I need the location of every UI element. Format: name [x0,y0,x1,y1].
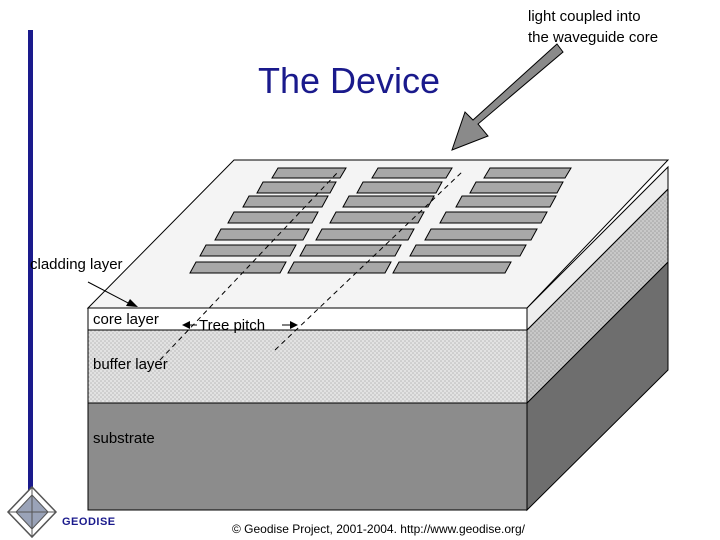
electrode [242,195,329,208]
cladding-layer-label: cladding layer [30,256,123,273]
substrate-label: substrate [93,430,155,447]
geodise-logo-text: GEODISE [62,516,116,528]
light-annotation-line1: light coupled into [528,8,641,25]
electrode [299,244,402,257]
electrode [469,181,564,194]
page-title: The Device [258,60,441,101]
tree-pitch-left-head [182,321,190,329]
electrode [392,261,512,274]
footer-copyright: © Geodise Project, 2001-2004. http://www… [232,522,526,536]
electrode-column-1 [189,167,347,274]
light-input-arrow [451,43,564,151]
cladding-pointer-line [87,281,131,305]
electrode-column-2 [287,167,453,274]
electrode [329,211,425,224]
axis-line-1 [159,171,339,361]
electrode [189,261,287,274]
light-annotation: light coupled into the waveguide core [528,6,658,48]
electrode [455,195,557,208]
cladding-pointer-head [126,299,138,307]
electrode [439,211,548,224]
electrode [271,167,347,179]
buffer-front [87,329,528,404]
substrate-front [87,402,528,511]
geodise-logo-icon [6,485,58,539]
tree-pitch-label: Tree pitch [199,317,266,334]
electrode [315,228,415,241]
electrode [342,195,435,208]
buffer-layer-label: buffer layer [93,356,168,373]
electrode [371,167,453,179]
electrode [214,228,310,241]
tree-pitch-right-head [290,321,298,329]
core-side [526,165,669,332]
light-annotation-line2: the waveguide core [528,29,659,46]
electrode [227,211,319,224]
electrode-column-3 [392,167,572,274]
axis-line-2 [274,171,463,351]
electrode [287,261,392,274]
core-layer-label: core layer [93,311,159,328]
electrode [356,181,443,194]
electrode [256,181,337,194]
electrode [483,167,572,179]
electrode [199,244,297,257]
accent-bar [28,30,33,520]
electrode [409,244,527,257]
waveguide-axis-lines [159,171,463,361]
electrode [424,228,538,241]
